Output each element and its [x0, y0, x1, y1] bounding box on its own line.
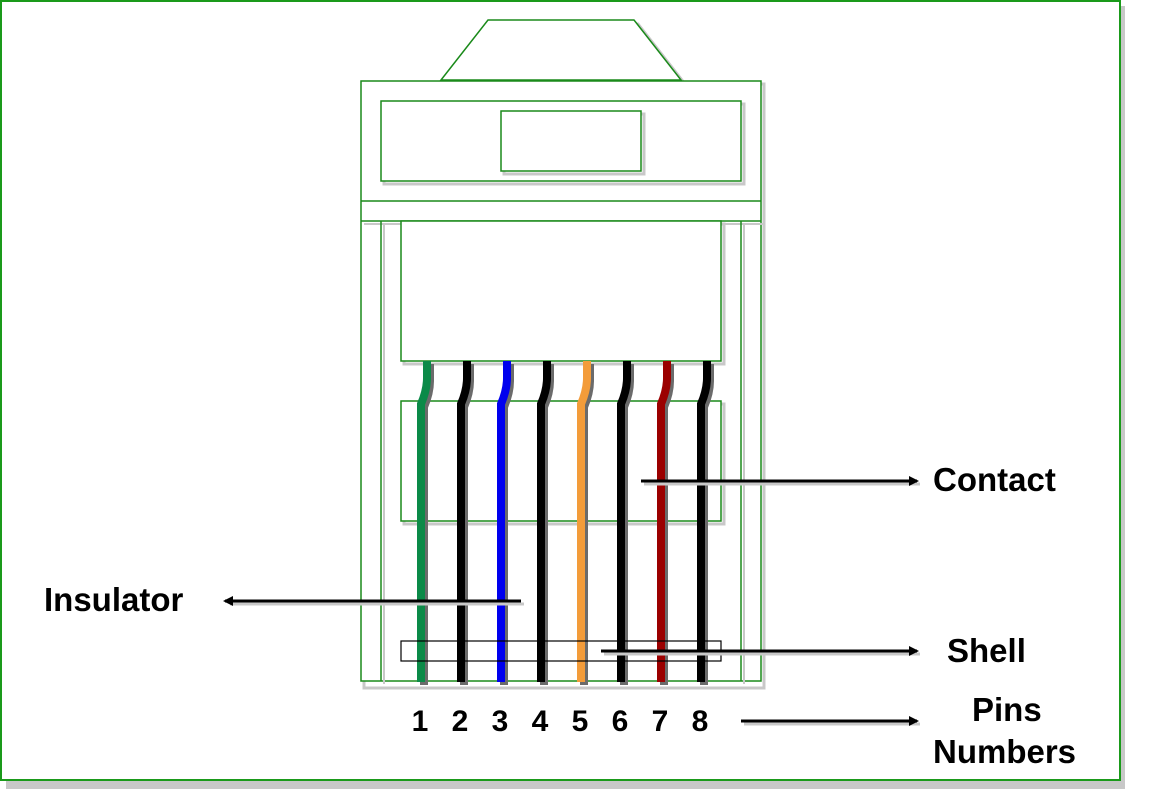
pin-number-2: 2 — [452, 705, 469, 738]
pin-number-5: 5 — [572, 705, 589, 738]
wire-8 — [697, 361, 711, 682]
wire-6 — [617, 361, 631, 682]
pins-label-line1: Pins — [972, 691, 1042, 728]
wire-2 — [457, 361, 471, 682]
insulator-callout: Insulator — [44, 581, 524, 618]
latch — [439, 19, 683, 81]
contact-callout: Contact — [641, 461, 1056, 498]
contact-block — [400, 400, 722, 522]
shell-callout: Shell — [601, 632, 1026, 669]
wire-3 — [497, 361, 511, 682]
shell-label: Shell — [947, 632, 1026, 669]
wires-group — [417, 361, 714, 685]
pin-number-7: 7 — [652, 705, 669, 738]
pin-number-1: 1 — [412, 705, 429, 738]
pin-number-4: 4 — [532, 705, 549, 738]
pin-number-8: 8 — [692, 705, 709, 738]
wire-5 — [577, 361, 591, 682]
pins-callout: Pins Numbers — [741, 691, 1076, 770]
pins-label-line2: Numbers — [933, 733, 1076, 770]
pin-number-3: 3 — [492, 705, 509, 738]
contact-label: Contact — [933, 461, 1056, 498]
wire-7 — [657, 361, 671, 682]
insulator-label: Insulator — [44, 581, 184, 618]
pin-number-6: 6 — [612, 705, 629, 738]
window-rect — [500, 110, 642, 172]
upper-block — [400, 220, 722, 362]
wire-1 — [417, 361, 431, 682]
wire-4 — [537, 361, 551, 682]
